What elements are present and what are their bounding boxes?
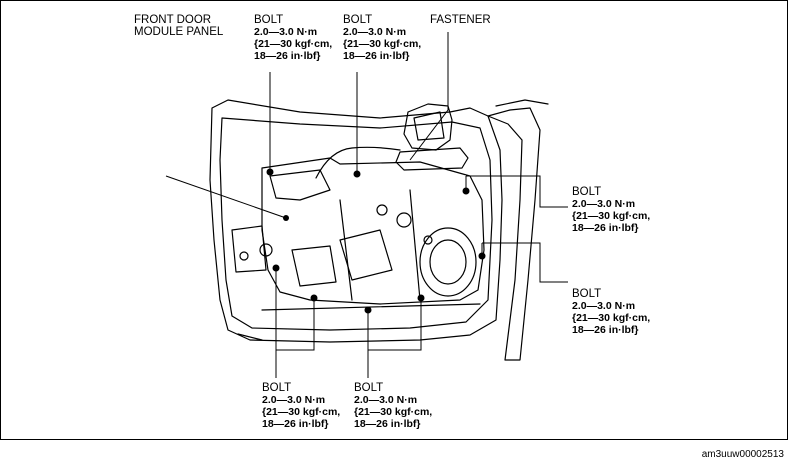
bolt-spec-torque-kgfcm: {21—30 kgf·cm, bbox=[354, 406, 433, 418]
bolt-label-right-upper: BOLT 2.0—3.0 N·m {21—30 kgf·cm, 18—26 in… bbox=[572, 186, 650, 234]
door-shell-outline bbox=[209, 99, 503, 343]
leader-lines bbox=[165, 32, 568, 378]
regulator-rail-right bbox=[409, 189, 421, 301]
bolt-spec-torque-nm: 2.0—3.0 N·m bbox=[354, 394, 418, 406]
reference-code: am3uuw00002513 bbox=[701, 449, 784, 460]
bolt-spec-torque-kgfcm: {21—30 kgf·cm, bbox=[343, 38, 422, 50]
bolt-label-right-lower: BOLT 2.0—3.0 N·m {21—30 kgf·cm, 18—26 in… bbox=[572, 288, 650, 336]
bolt-spec-torque-kgfcm: {21—30 kgf·cm, bbox=[572, 210, 651, 222]
latch bbox=[231, 225, 267, 273]
bolt-spec-torque-kgfcm: {21—30 kgf·cm, bbox=[572, 312, 651, 324]
bolt-spec-torque-kgfcm: {21—30 kgf·cm, bbox=[262, 406, 341, 418]
bolt-spec-torque-nm: 2.0—3.0 N·m bbox=[572, 300, 636, 312]
bolt-label-bottom-left: BOLT 2.0—3.0 N·m {21—30 kgf·cm, 18—26 in… bbox=[262, 382, 340, 430]
bolt-label-top-center: BOLT 2.0—3.0 N·m {21—30 kgf·cm, 18—26 in… bbox=[343, 14, 421, 62]
module-panel-label: FRONT DOOR MODULE PANEL bbox=[134, 14, 223, 38]
bolt-title: BOLT bbox=[572, 186, 602, 198]
bolt-title: BOLT bbox=[254, 14, 284, 26]
mirror-housing bbox=[403, 103, 453, 151]
bolt-title: BOLT bbox=[343, 14, 373, 26]
bolt-spec-torque-inlbf: 18—26 in·lbf} bbox=[572, 222, 639, 234]
bolt-spec-torque-inlbf: 18—26 in·lbf} bbox=[354, 418, 421, 430]
bolt-spec-torque-nm: 2.0—3.0 N·m bbox=[343, 26, 407, 38]
fastener-label: FASTENER bbox=[430, 14, 491, 26]
inner-handle bbox=[395, 147, 469, 171]
bolt-spec-torque-inlbf: 18—26 in·lbf} bbox=[254, 50, 321, 62]
door-inner-edge bbox=[219, 117, 493, 331]
bolt-spec-torque-inlbf: 18—26 in·lbf} bbox=[343, 50, 410, 62]
bolt-title: BOLT bbox=[354, 382, 384, 394]
bolt-spec-torque-inlbf: 18—26 in·lbf} bbox=[572, 324, 639, 336]
bolt-label-top-left: BOLT 2.0—3.0 N·m {21—30 kgf·cm, 18—26 in… bbox=[254, 14, 332, 62]
bolt-spec-torque-inlbf: 18—26 in·lbf} bbox=[262, 418, 329, 430]
fastener-title: FASTENER bbox=[430, 14, 491, 26]
bolt-spec-torque-nm: 2.0—3.0 N·m bbox=[262, 394, 326, 406]
bolt-title: BOLT bbox=[572, 288, 602, 300]
bolt-title: BOLT bbox=[262, 382, 292, 394]
bolt-spec-torque-nm: 2.0—3.0 N·m bbox=[254, 26, 318, 38]
module-panel-label-line2: MODULE PANEL bbox=[134, 26, 224, 38]
bolt-spec-torque-nm: 2.0—3.0 N·m bbox=[572, 198, 636, 210]
speaker bbox=[419, 227, 477, 297]
bolt-label-bottom-center: BOLT 2.0—3.0 N·m {21—30 kgf·cm, 18—26 in… bbox=[354, 382, 432, 430]
cable bbox=[315, 146, 401, 179]
bolt-spec-torque-kgfcm: {21—30 kgf·cm, bbox=[254, 38, 333, 50]
window-pillar bbox=[487, 107, 541, 361]
regulator-rail-left bbox=[339, 199, 353, 301]
module-panel bbox=[261, 157, 485, 305]
module-panel-label-line1: FRONT DOOR bbox=[134, 14, 212, 26]
